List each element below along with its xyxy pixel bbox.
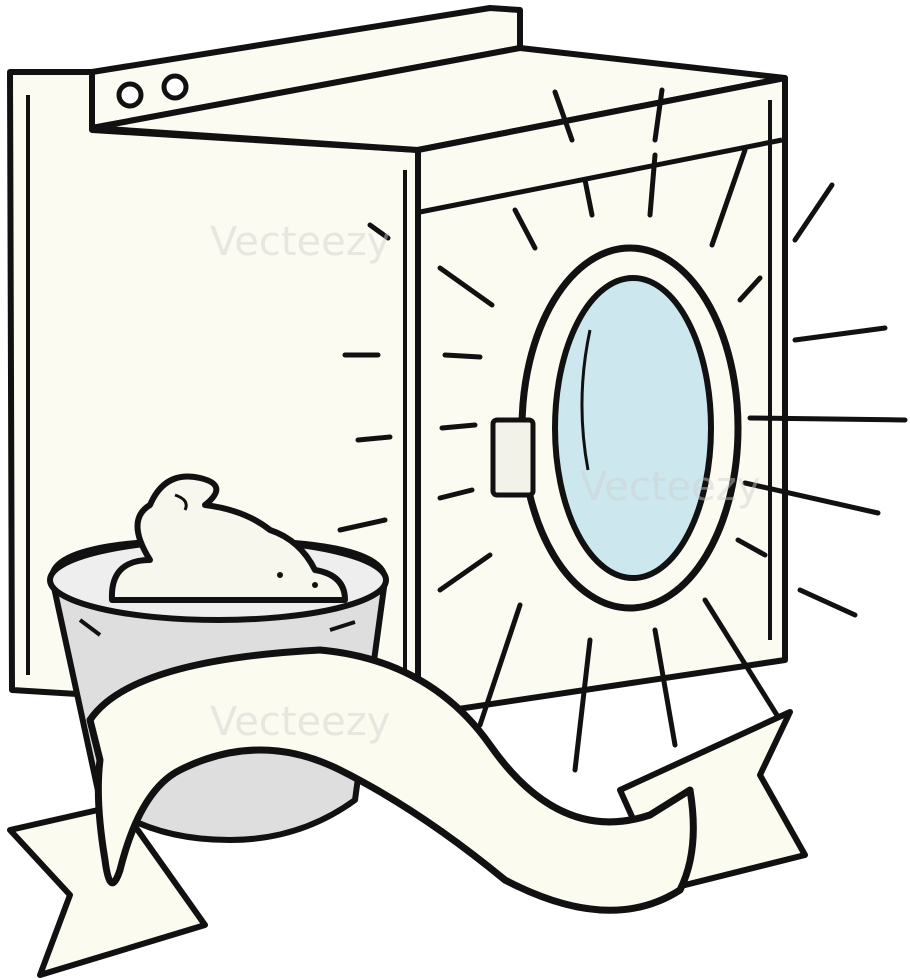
banner-left-tail: [7, 802, 208, 978]
watermark-text: Vecteezy: [210, 699, 390, 745]
banner-ribbon-icon: [86, 646, 697, 914]
door-window: [552, 275, 714, 581]
watermark-text: Vecteezy: [210, 219, 390, 265]
control-knob-2: [161, 73, 189, 101]
shine-rays-icon: [337, 87, 908, 773]
door-handle: [490, 417, 536, 498]
control-knob-1: [116, 81, 144, 109]
laundry-foam: [108, 473, 348, 603]
control-panel-strip: [89, 5, 523, 131]
watermark-text: Vecteezy: [580, 464, 760, 510]
